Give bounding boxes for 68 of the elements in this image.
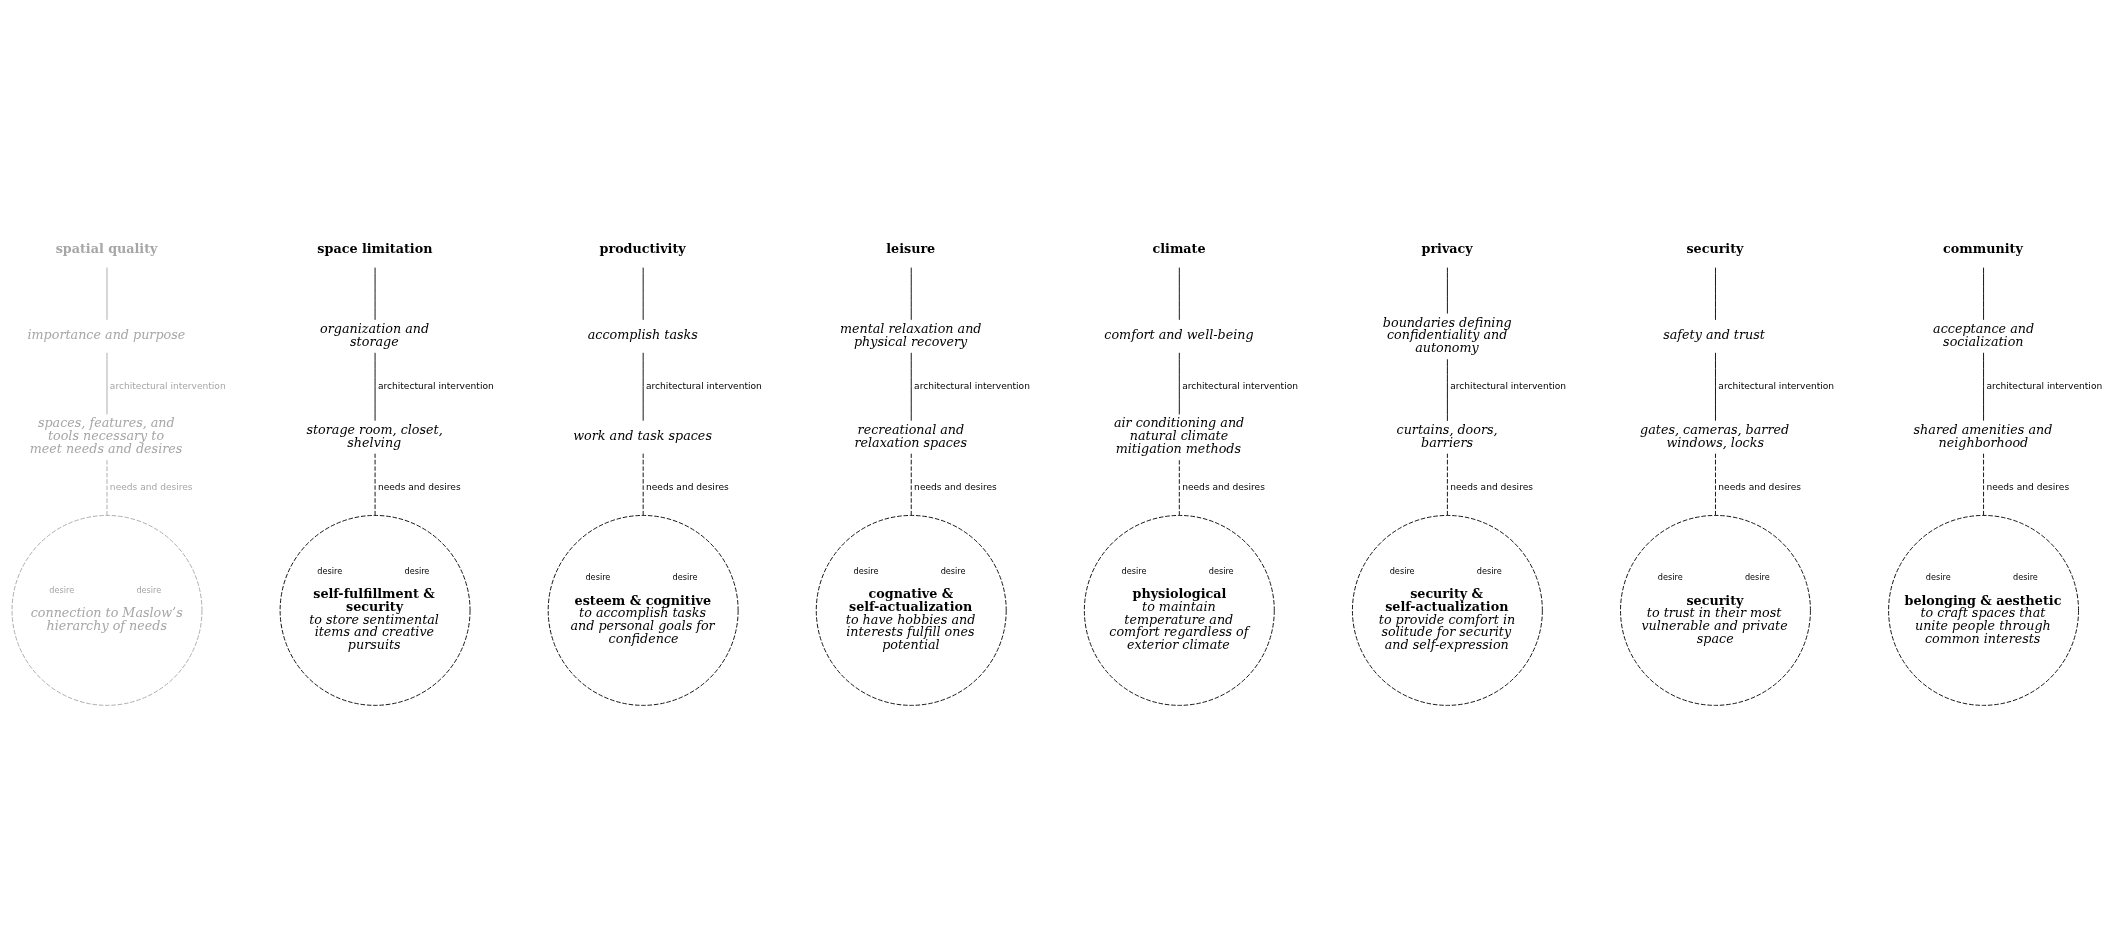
node-circle: desire desire belonging & aesthetic to craft spaces that unite people through common interests [1888, 514, 2079, 706]
connector [1715, 452, 1716, 516]
edge-label: architectural intervention [1182, 380, 1298, 391]
edge-label: needs and desires [1182, 481, 1265, 492]
edge-label: needs and desires [1450, 481, 1534, 492]
connector [1178, 351, 1180, 415]
node-text: shared amenities and neighborhood [1913, 421, 2053, 450]
connector [1446, 266, 1448, 314]
node-text: spatial quality [55, 240, 158, 256]
edge-label: needs and desires [914, 481, 997, 492]
connector [1446, 452, 1448, 516]
connector [1178, 266, 1180, 320]
connector [106, 266, 108, 320]
connector [1715, 266, 1716, 320]
edge-label: architectural intervention [1450, 380, 1567, 391]
node-text: acceptance and socialization [1933, 320, 2035, 349]
node-text: climate [1152, 240, 1206, 256]
connector [106, 351, 108, 415]
connector [910, 452, 912, 516]
connector [374, 452, 376, 516]
connector [1983, 452, 1984, 516]
node-circle: desire desire esteem & cognitive to accomplish tasks and personal goals for confidence [547, 514, 739, 706]
node-text: gates, cameras, barred windows, locks [1640, 421, 1790, 450]
node-circle: desire desire security & self-actualization to provide comfort in solitude for security and self-expression [1351, 514, 1543, 706]
connector [106, 459, 108, 516]
node-text: organization and storage [320, 320, 430, 349]
node-circle: desire desire self-fulfillment & security to store sentimental items and creative pursuits [279, 514, 471, 706]
node-text: mental relaxation and physical recovery [839, 320, 982, 349]
edge-label: architectural intervention [377, 380, 494, 391]
edge-label: needs and desires [646, 481, 729, 492]
connector [1983, 351, 1984, 421]
edge-label: needs and desires [1986, 481, 2070, 492]
connector [1983, 266, 1984, 320]
edge-label: architectural intervention [1986, 380, 2103, 391]
edge-label: architectural intervention [1718, 380, 1835, 391]
node-text: community [1943, 240, 2023, 256]
node-text: accomplish tasks [587, 326, 698, 342]
edge-label: architectural intervention [646, 380, 762, 391]
node-text: comfort and well-being [1104, 326, 1254, 342]
edge-label: needs and desires [377, 481, 461, 492]
node-text: space limitation [317, 240, 433, 256]
node-text: curtains, doors, barriers [1396, 421, 1498, 450]
node-circle: desire desire physiological to maintain temperature and comfort regardless of exterior climate [1083, 514, 1275, 706]
node-circle: desire desire connection to Maslow’s hierarchy of needs [11, 514, 203, 706]
node-text: security [1686, 240, 1744, 256]
node-text: leisure [886, 240, 936, 256]
node-text: spaces, features, and tools necessary to meet needs and desires [29, 414, 183, 456]
connector [1446, 358, 1448, 421]
connector [1715, 351, 1716, 421]
node-text: storage room, closet, shelving [306, 421, 443, 450]
edge-label: architectural intervention [109, 380, 226, 391]
node-text: privacy [1421, 240, 1473, 256]
node-circle: desire desire cognative & self-actualization to have hobbies and interests fulfill ones potential [815, 514, 1007, 706]
node-text: recreational and relaxation spaces [854, 421, 967, 450]
connector [1178, 459, 1180, 516]
connector [910, 351, 912, 421]
edge-label: architectural intervention [914, 380, 1030, 391]
node-text: air conditioning and natural climate mitigation methods [1113, 414, 1245, 456]
edge-label: needs and desires [1718, 481, 1802, 492]
connector [910, 266, 912, 320]
node-text: work and task spaces [573, 427, 712, 443]
node-text: importance and purpose [27, 326, 186, 342]
edge-label: needs and desires [109, 481, 193, 492]
node-text: productivity [599, 240, 686, 256]
node-text: boundaries defining confidentiality and autonomy [1382, 314, 1512, 355]
node-circle: desire desire security to trust in their most vulnerable and private space [1620, 514, 1811, 706]
node-text: safety and trust [1663, 326, 1765, 342]
connector [642, 452, 644, 516]
